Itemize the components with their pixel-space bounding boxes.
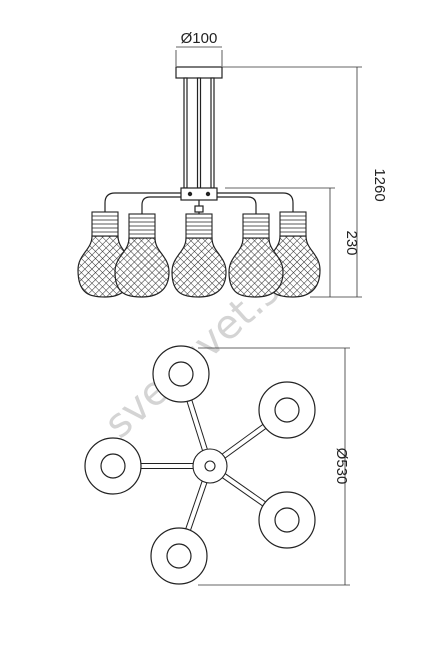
bulb-shade bbox=[228, 213, 284, 298]
top-view bbox=[84, 345, 316, 585]
body-height-label: 230 bbox=[343, 230, 360, 255]
top-disc bbox=[84, 437, 142, 495]
side-view bbox=[104, 66, 294, 214]
bulb-shade bbox=[114, 213, 170, 298]
top-disc bbox=[150, 527, 208, 585]
top-disc bbox=[258, 491, 316, 549]
arms bbox=[104, 192, 294, 214]
hub bbox=[180, 187, 218, 201]
top-disc bbox=[258, 381, 316, 439]
total-height-label: 1260 bbox=[371, 168, 388, 201]
top-hub bbox=[192, 448, 228, 484]
top-discs bbox=[84, 345, 316, 585]
top-disc bbox=[152, 345, 210, 403]
side-dimensions bbox=[175, 46, 362, 586]
suspension-rods bbox=[183, 77, 215, 189]
spread-diameter-label: Ø530 bbox=[333, 448, 350, 485]
canopy-diameter-label: Ø100 bbox=[181, 30, 218, 47]
shades bbox=[77, 211, 321, 298]
canopy bbox=[175, 66, 223, 79]
bulb-shade bbox=[171, 213, 227, 298]
